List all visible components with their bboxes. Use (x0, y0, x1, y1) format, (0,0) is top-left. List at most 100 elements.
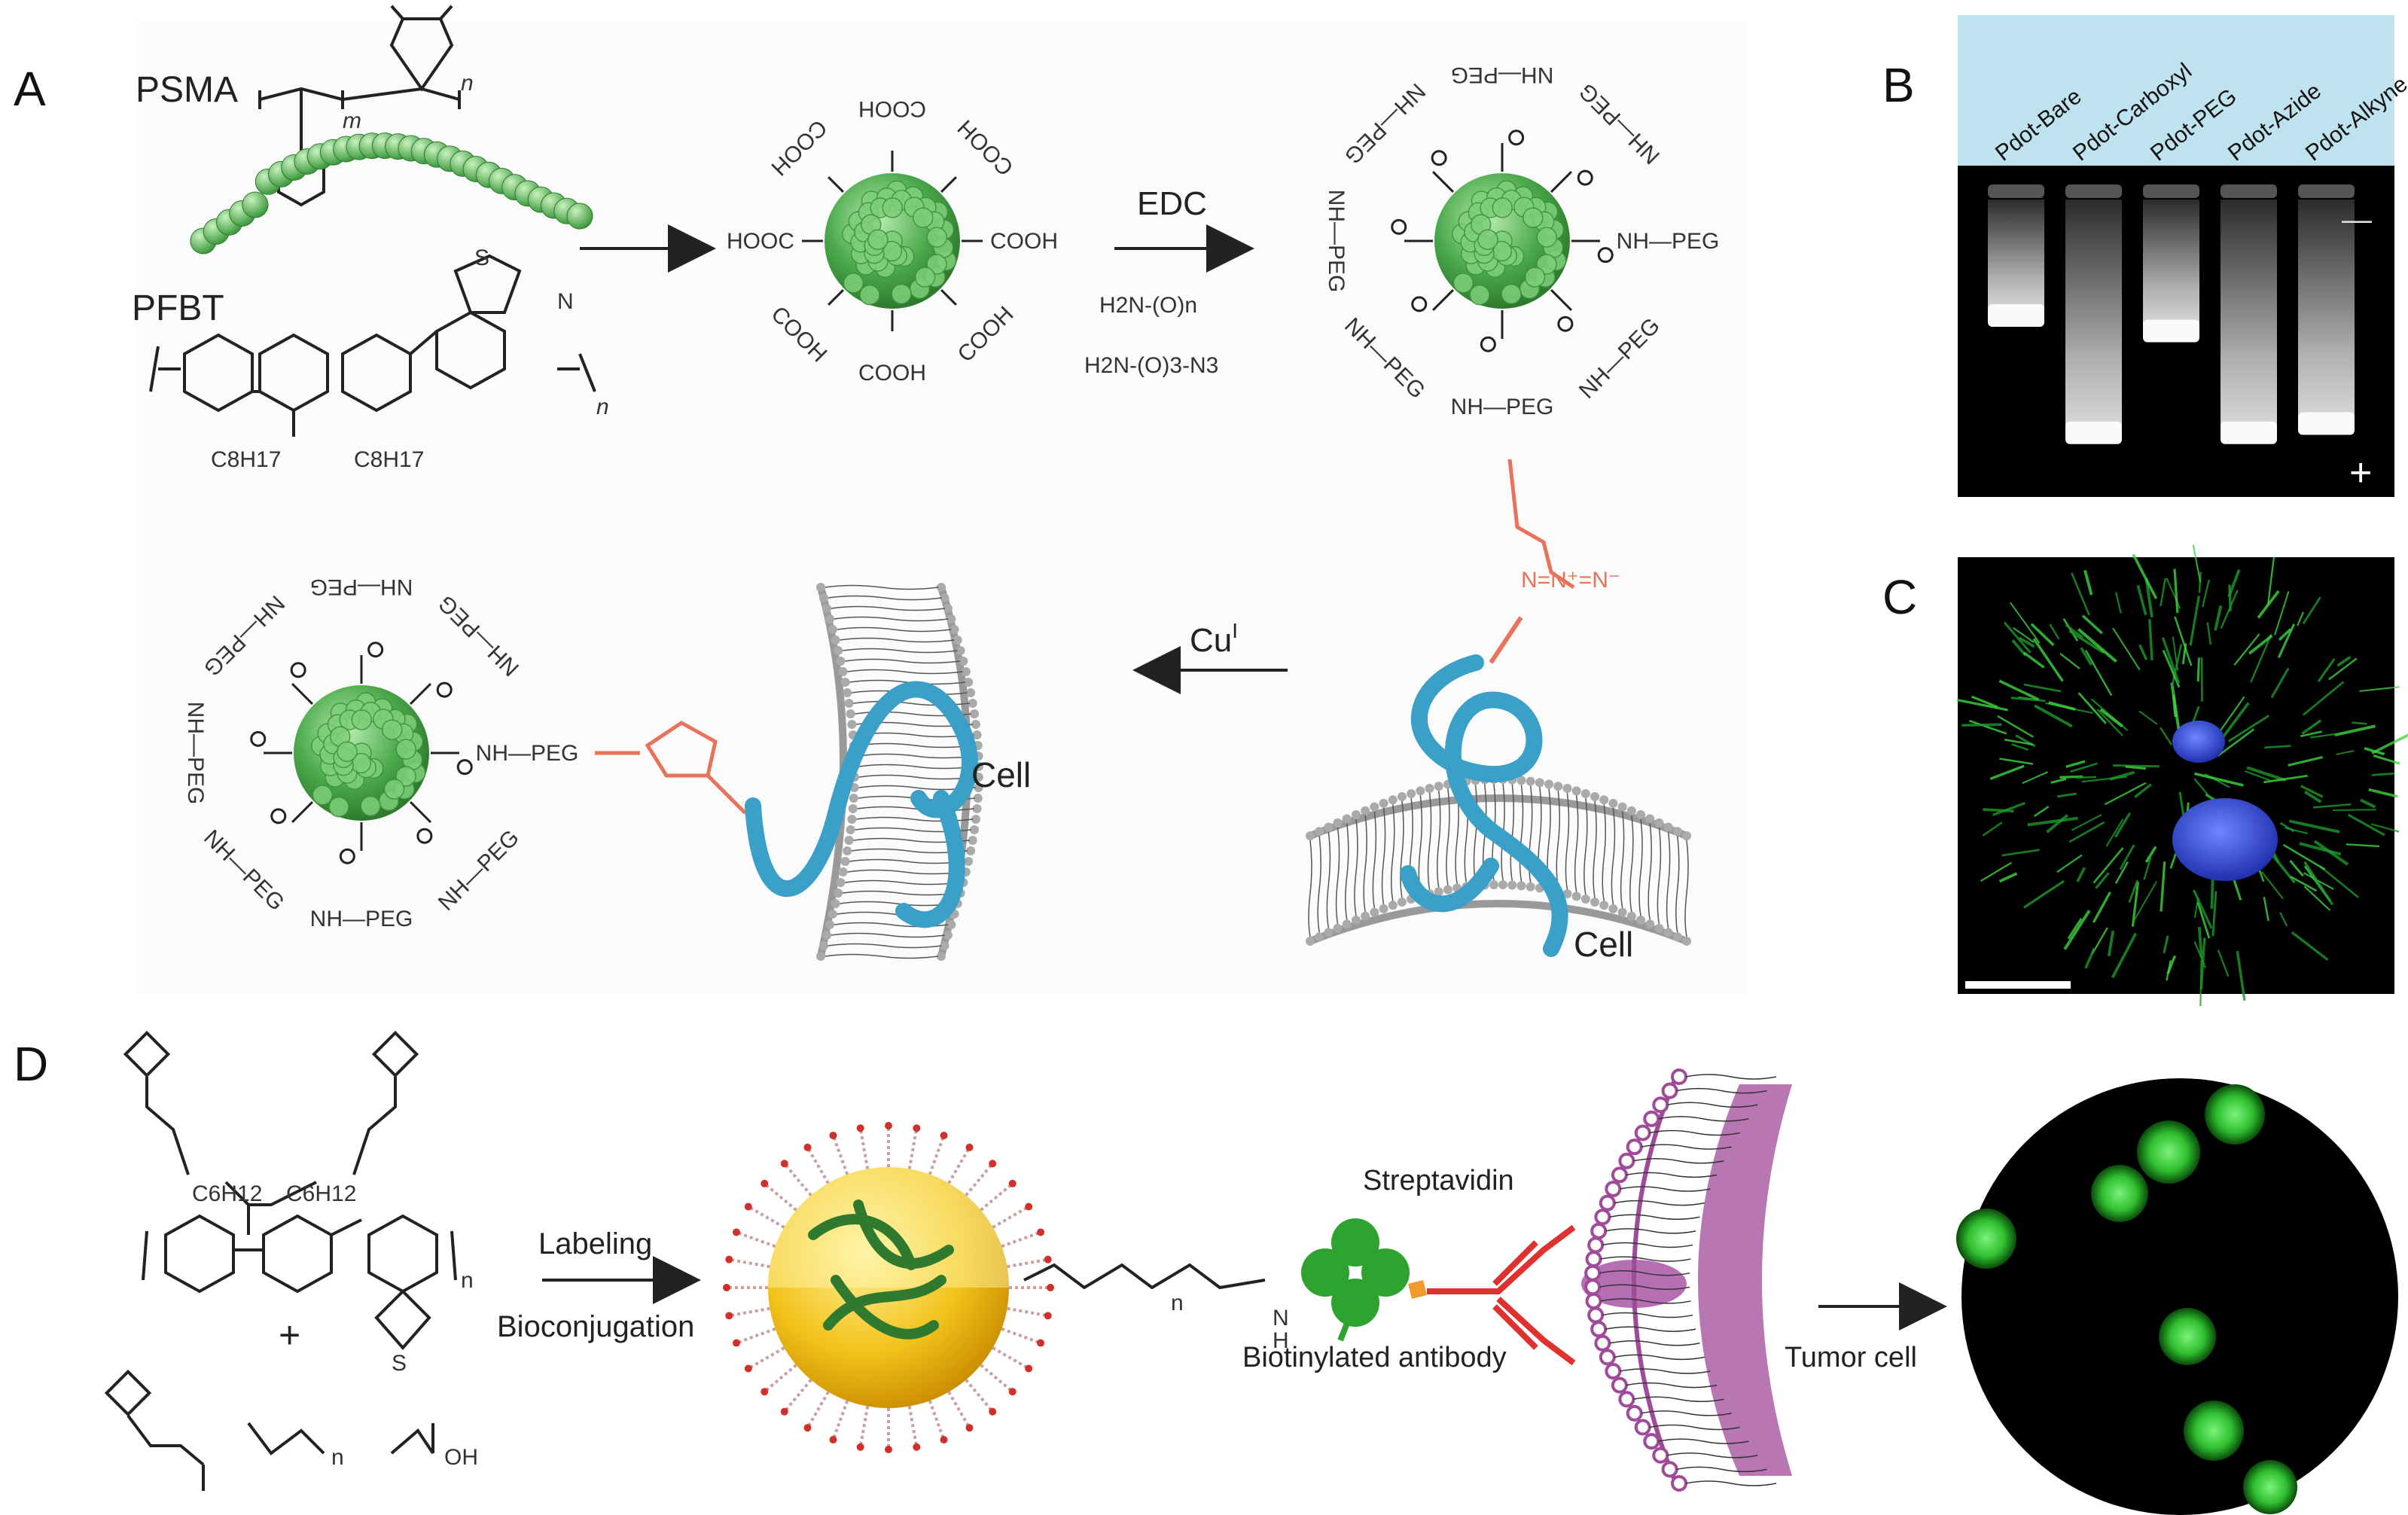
cytoskeleton-fiber (2059, 653, 2080, 669)
cytoskeleton-fiber (2081, 776, 2127, 783)
lipid-head (1661, 1082, 1678, 1099)
lipid-head (968, 836, 977, 845)
spike-end-group (913, 1124, 921, 1132)
cytoskeleton-fiber (2299, 842, 2342, 856)
cytoskeleton-fiber (2022, 771, 2048, 785)
lipid-head (838, 667, 848, 676)
peg-spike (728, 1257, 770, 1269)
c8h17-left: C8H17 (211, 447, 281, 472)
pdot-subunit (1536, 227, 1557, 248)
spike-end-group (1025, 1203, 1033, 1211)
cytoskeleton-fiber (2169, 853, 2177, 869)
peg-spike (747, 1346, 785, 1370)
lipid-tail (1599, 1270, 1690, 1276)
lipid-head (1611, 1166, 1628, 1184)
copper-label: CuI (1190, 619, 1238, 659)
cytoskeleton-fiber (2018, 636, 2035, 648)
peg-arm-label: NH—PEG (476, 741, 579, 766)
lipid-tail (837, 626, 952, 633)
pdot-subunit (395, 766, 416, 787)
lipid-head (1351, 915, 1361, 925)
lipid-tail (1602, 1312, 1693, 1318)
lipid-tail (1620, 1186, 1711, 1192)
lipid-tail (1400, 800, 1404, 898)
lipid-tail (1326, 831, 1331, 928)
cytoskeleton-fiber (2023, 683, 2062, 693)
cytoskeleton-fiber (2274, 591, 2290, 636)
biotin-tag (1408, 1280, 1427, 1299)
pfbt-structure (149, 254, 596, 437)
cytoskeleton-fiber (2050, 777, 2067, 784)
cytoskeleton-fiber (2310, 733, 2335, 739)
lipid-head (1324, 928, 1334, 937)
cytoskeleton-fiber (2111, 932, 2138, 979)
cytoskeleton-fiber (2112, 764, 2160, 768)
cytoskeleton-fiber (2069, 762, 2098, 773)
lipid-head (1553, 782, 1563, 791)
cytoskeleton-fiber (2084, 947, 2096, 969)
cytoskeleton-fiber (2246, 766, 2287, 782)
peg-arm-label: NH—PEG (1451, 395, 1554, 419)
lipid-head (1671, 1068, 1687, 1085)
lipid-head (1584, 1264, 1602, 1282)
cytoskeleton-fiber (2297, 611, 2305, 626)
cytoskeleton-fiber (2302, 681, 2345, 716)
lipid-tail (842, 890, 958, 896)
lipid-tail (1685, 1480, 1777, 1486)
cytoskeleton-fiber (2105, 818, 2124, 847)
lipid-head (1626, 806, 1636, 815)
peg-spike (783, 1163, 812, 1196)
lipid-head (840, 678, 850, 687)
lipid-head (1626, 1139, 1643, 1156)
peg-spike (736, 1327, 776, 1345)
lipid-head (966, 846, 976, 855)
spike-end-group (1008, 1179, 1017, 1187)
cytoskeleton-fiber (2003, 621, 2032, 654)
scale-bar (1965, 981, 2071, 989)
green-cytoskeleton-fibers (1956, 544, 2408, 1007)
lipid-head (844, 699, 854, 708)
lipid-head (1580, 895, 1590, 904)
carbonyl-oxygen (1597, 247, 1614, 264)
lipid-head (1498, 880, 1508, 890)
lipid-tail (1519, 785, 1524, 882)
lipid-head (949, 625, 959, 634)
lipid-tail (831, 605, 946, 611)
lipid-head (819, 593, 829, 602)
lipid-head (1516, 776, 1526, 785)
lipid-head (1587, 1306, 1605, 1324)
polymer-bead (566, 203, 593, 230)
spike-end-group (965, 1424, 974, 1432)
lipid-tail (1658, 1116, 1749, 1122)
peg-oxetane-acid (104, 1369, 434, 1491)
cytoskeleton-fiber (2373, 754, 2400, 765)
peg-spike (965, 1163, 994, 1196)
lipid-head (937, 952, 946, 961)
alkyne-linker (1489, 616, 1523, 664)
carbonyl-oxygen (1411, 296, 1428, 312)
gel-band (2221, 421, 2277, 444)
pfbt-label: PFBT (132, 288, 224, 328)
peg-spike (858, 1406, 870, 1448)
polymer-chain (853, 1200, 954, 1269)
cytoskeleton-fiber (2027, 816, 2078, 827)
pdot-subunit (1477, 229, 1498, 250)
cytoskeleton-fiber (2093, 847, 2124, 884)
cytoskeleton-fiber (2279, 822, 2295, 833)
cytoskeleton-fiber (2138, 644, 2148, 660)
lipid-head (1361, 806, 1370, 815)
lipid-head (1416, 786, 1425, 796)
gel-well (2143, 184, 2199, 198)
lipid-head (940, 941, 949, 950)
pfbt-n-subscript: n (596, 395, 609, 419)
peg-arm-label: NH—PEG (310, 907, 413, 931)
panel-a-letter: A (14, 62, 46, 116)
lipid-head (1315, 827, 1324, 837)
cytoskeleton-fiber (2270, 667, 2290, 699)
carbonyl-oxygen (290, 662, 306, 678)
labeled-tumor-cell (2184, 1401, 2244, 1461)
carboxyl-label: HOOC (727, 229, 794, 254)
lipid-tail (1427, 792, 1432, 890)
gel-smear (2065, 200, 2122, 429)
lipid-head (964, 857, 974, 866)
